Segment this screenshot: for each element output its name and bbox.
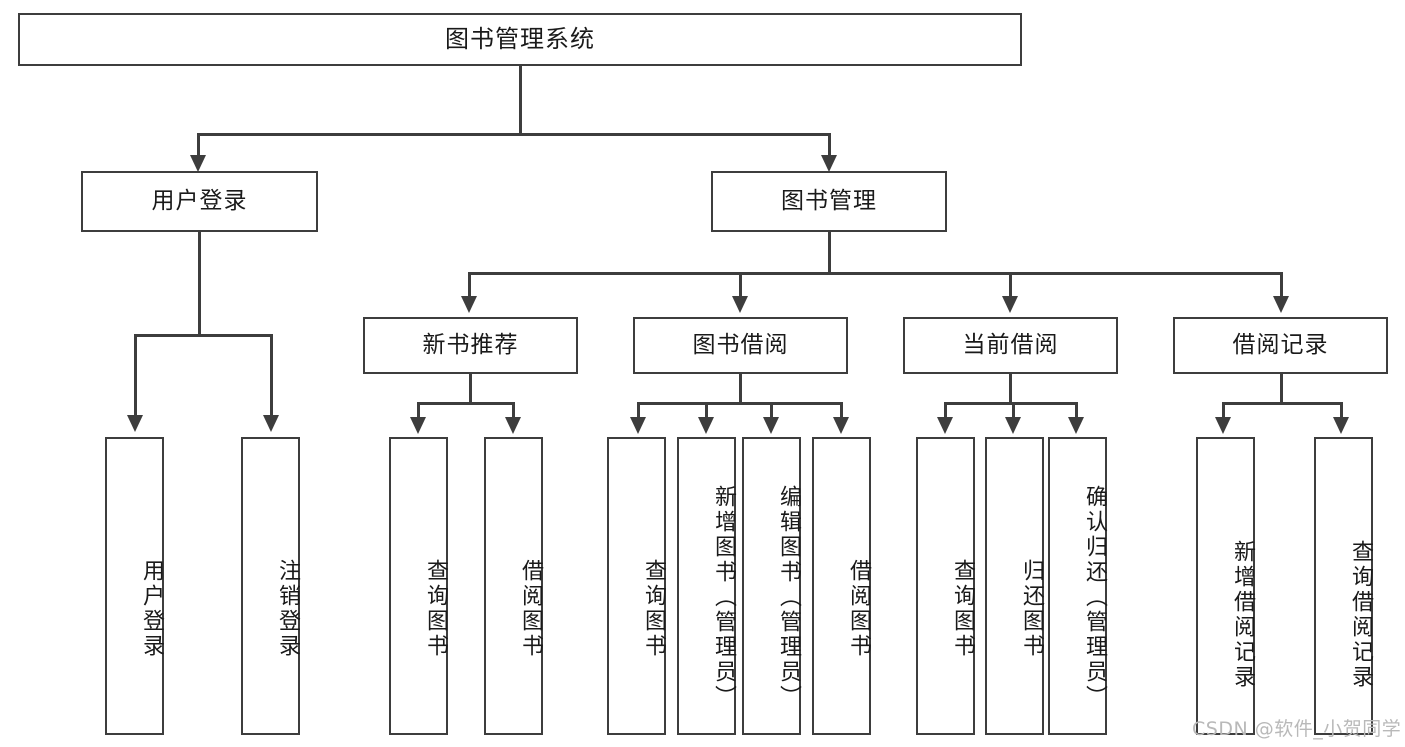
leaf-logout[interactable]: 注销登录 <box>241 437 300 735</box>
edge-new-book-to-leaf-2 <box>512 402 515 420</box>
node-user-login[interactable]: 用户登录 <box>81 171 318 232</box>
edge-book-borrow-to-leaf-3 <box>770 402 773 420</box>
arrow-book-manage-to-current-borrow <box>1002 296 1018 313</box>
node-root-system[interactable]: 图书管理系统 <box>18 13 1022 66</box>
edge-current-borrow-bus <box>944 402 1077 405</box>
node-book-management[interactable]: 图书管理 <box>711 171 947 232</box>
edge-user-login-stem <box>198 232 201 336</box>
leaf-current-borrow-return-book[interactable]: 归还图书 <box>985 437 1044 735</box>
node-current-borrow[interactable]: 当前借阅 <box>903 317 1118 374</box>
edge-borrow-record-stem <box>1280 374 1283 404</box>
edge-root-stem <box>519 66 522 134</box>
arrow-book-borrow-to-leaf-4 <box>833 417 849 434</box>
arrow-new-book-to-leaf-1 <box>410 417 426 434</box>
csdn-watermark: CSDN @软件_小贺同学 <box>1192 718 1402 740</box>
edge-root-to-book-manage <box>828 133 831 158</box>
leaf-new-book-borrow-book[interactable]: 借阅图书 <box>484 437 543 735</box>
arrow-book-borrow-to-leaf-3 <box>763 417 779 434</box>
edge-book-borrow-to-leaf-2 <box>705 402 708 420</box>
edge-current-borrow-stem <box>1009 374 1012 404</box>
edge-book-manage-bus <box>468 272 1283 275</box>
leaf-current-borrow-query-book[interactable]: 查询图书 <box>916 437 975 735</box>
edge-book-borrow-stem <box>739 374 742 404</box>
leaf-borrow-record-query-record[interactable]: 查询借阅记录 <box>1314 437 1373 735</box>
arrow-book-borrow-to-leaf-1 <box>630 417 646 434</box>
edge-book-manage-to-new-book <box>468 272 471 299</box>
edge-user-login-to-leaf-2 <box>270 334 273 418</box>
arrow-new-book-to-leaf-2 <box>505 417 521 434</box>
arrow-current-borrow-to-leaf-1 <box>937 417 953 434</box>
leaf-new-book-query-book[interactable]: 查询图书 <box>389 437 448 735</box>
edge-book-manage-to-current-borrow <box>1009 272 1012 299</box>
leaf-user-login[interactable]: 用户登录 <box>105 437 164 735</box>
node-borrow-record[interactable]: 借阅记录 <box>1173 317 1388 374</box>
edge-book-manage-to-book-borrow <box>739 272 742 299</box>
node-book-borrow[interactable]: 图书借阅 <box>633 317 848 374</box>
edge-book-borrow-to-leaf-1 <box>637 402 640 420</box>
leaf-current-borrow-confirm-return-admin[interactable]: 确认归还（管理员） <box>1048 437 1107 735</box>
edge-borrow-record-to-leaf-1 <box>1222 402 1225 420</box>
arrow-book-manage-to-new-book <box>461 296 477 313</box>
edge-book-manage-stem <box>828 232 831 274</box>
arrow-root-to-book-manage <box>821 155 837 172</box>
edge-borrow-record-bus <box>1222 402 1343 405</box>
arrow-book-manage-to-book-borrow <box>732 296 748 313</box>
edge-new-book-stem <box>469 374 472 404</box>
arrow-root-to-user-login <box>190 155 206 172</box>
edge-current-borrow-to-leaf-2 <box>1012 402 1015 420</box>
arrow-book-borrow-to-leaf-2 <box>698 417 714 434</box>
edge-root-bus <box>197 133 831 136</box>
edge-current-borrow-to-leaf-3 <box>1075 402 1078 420</box>
arrow-borrow-record-to-leaf-2 <box>1333 417 1349 434</box>
arrow-user-login-to-leaf-2 <box>263 415 279 432</box>
leaf-book-borrow-query-book[interactable]: 查询图书 <box>607 437 666 735</box>
node-new-book-recommend[interactable]: 新书推荐 <box>363 317 578 374</box>
leaf-book-borrow-add-book-admin[interactable]: 新增图书（管理员） <box>677 437 736 735</box>
arrow-current-borrow-to-leaf-3 <box>1068 417 1084 434</box>
arrow-current-borrow-to-leaf-2 <box>1005 417 1021 434</box>
leaf-borrow-record-add-record[interactable]: 新增借阅记录 <box>1196 437 1255 735</box>
edge-user-login-to-leaf-1 <box>134 334 137 418</box>
edge-new-book-bus <box>417 402 515 405</box>
edge-book-manage-to-borrow-record <box>1280 272 1283 299</box>
edge-new-book-to-leaf-1 <box>417 402 420 420</box>
edge-book-borrow-bus <box>637 402 843 405</box>
arrow-book-manage-to-borrow-record <box>1273 296 1289 313</box>
edge-current-borrow-to-leaf-1 <box>944 402 947 420</box>
edge-book-borrow-to-leaf-4 <box>840 402 843 420</box>
edge-borrow-record-to-leaf-2 <box>1340 402 1343 420</box>
arrow-user-login-to-leaf-1 <box>127 415 143 432</box>
edge-user-login-bus <box>134 334 273 337</box>
edge-root-to-user-login <box>197 133 200 158</box>
arrow-borrow-record-to-leaf-1 <box>1215 417 1231 434</box>
leaf-book-borrow-edit-book-admin[interactable]: 编辑图书（管理员） <box>742 437 801 735</box>
leaf-book-borrow-borrow-book[interactable]: 借阅图书 <box>812 437 871 735</box>
